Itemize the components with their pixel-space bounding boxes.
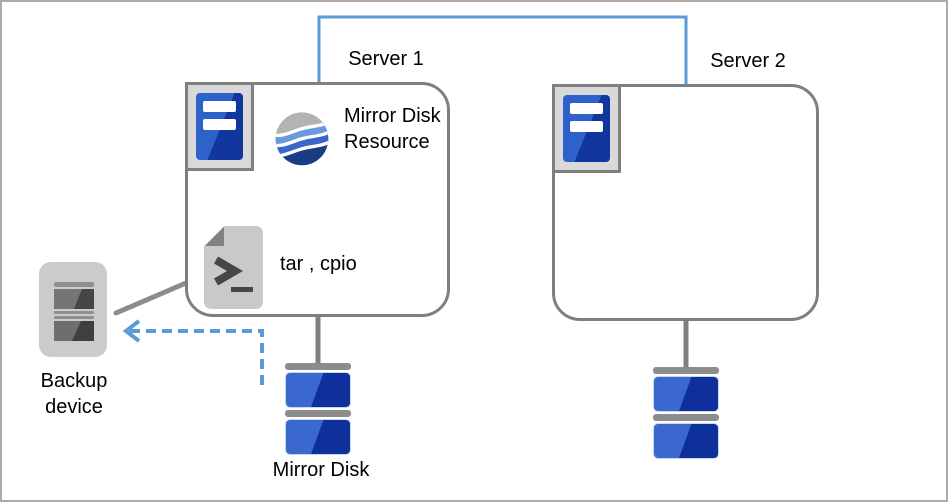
server1-label: Server 1: [348, 48, 424, 70]
disk-bar: [285, 410, 351, 417]
mirror-disk-label: Mirror Disk: [272, 459, 370, 481]
server-tower-body: [196, 93, 243, 160]
backup-device-label: Backup device: [40, 370, 108, 418]
server-tower-body: [563, 95, 610, 162]
server-slot: [570, 103, 603, 114]
tar-cpio-label: tar , cpio: [280, 253, 357, 275]
disk-platter: [286, 373, 350, 407]
server-slot: [570, 121, 603, 132]
disk-bar: [653, 414, 719, 421]
backup-connector-line: [113, 280, 189, 316]
disk-bar: [285, 363, 351, 370]
backup-device-icon: [39, 262, 107, 357]
server-tower-icon: [552, 84, 621, 173]
disk-platter: [654, 377, 718, 411]
backup-copy-dashed-arrow: [130, 329, 264, 390]
server2-label: Server 2: [710, 50, 786, 72]
mirror-disk-resource-globe-icon: [275, 112, 329, 166]
mirror-disk2-icon: [653, 367, 719, 458]
disk-platter: [654, 424, 718, 458]
mirror-disk1-icon: [285, 363, 351, 454]
server-slot: [203, 101, 236, 112]
disk-platter: [286, 420, 350, 454]
backup-copy-arrowhead: [122, 319, 141, 343]
shell-script-icon: [204, 226, 263, 309]
disk-bar: [653, 367, 719, 374]
mirror-disk-resource-label: Mirror Disk Resource: [344, 105, 441, 153]
server-slot: [203, 119, 236, 130]
server-tower-icon: [185, 82, 254, 171]
network-connector-line: [317, 15, 688, 84]
